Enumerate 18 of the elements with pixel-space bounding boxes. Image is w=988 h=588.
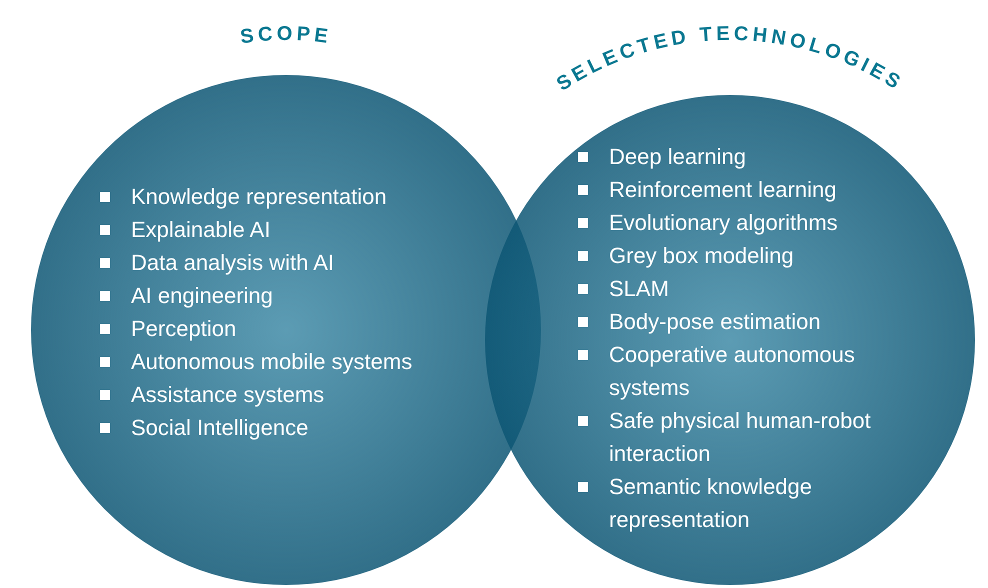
list-item: Autonomous mobile systems [100,345,445,378]
list-item: Data analysis with AI [100,246,445,279]
circle-heading: SCOPE [238,22,334,48]
list-item: Explainable AI [100,213,445,246]
list-item: SLAM [578,272,923,305]
list-item: Semantic knowledge representation [578,470,923,536]
list-item: Deep learning [578,140,923,173]
list-item: Knowledge representation [100,180,445,213]
list-item: Reinforcement learning [578,173,923,206]
list-item: Safe physical human-robot interaction [578,404,923,470]
list-item: Evolutionary algorithms [578,206,923,239]
list-item: Grey box modeling [578,239,923,272]
list-item: AI engineering [100,279,445,312]
list-item: Assistance systems [100,378,445,411]
list-item: Cooperative autonomous systems [578,338,923,404]
list-item: Body-pose estimation [578,305,923,338]
list-item: Social Intelligence [100,411,445,444]
list-item: Perception [100,312,445,345]
